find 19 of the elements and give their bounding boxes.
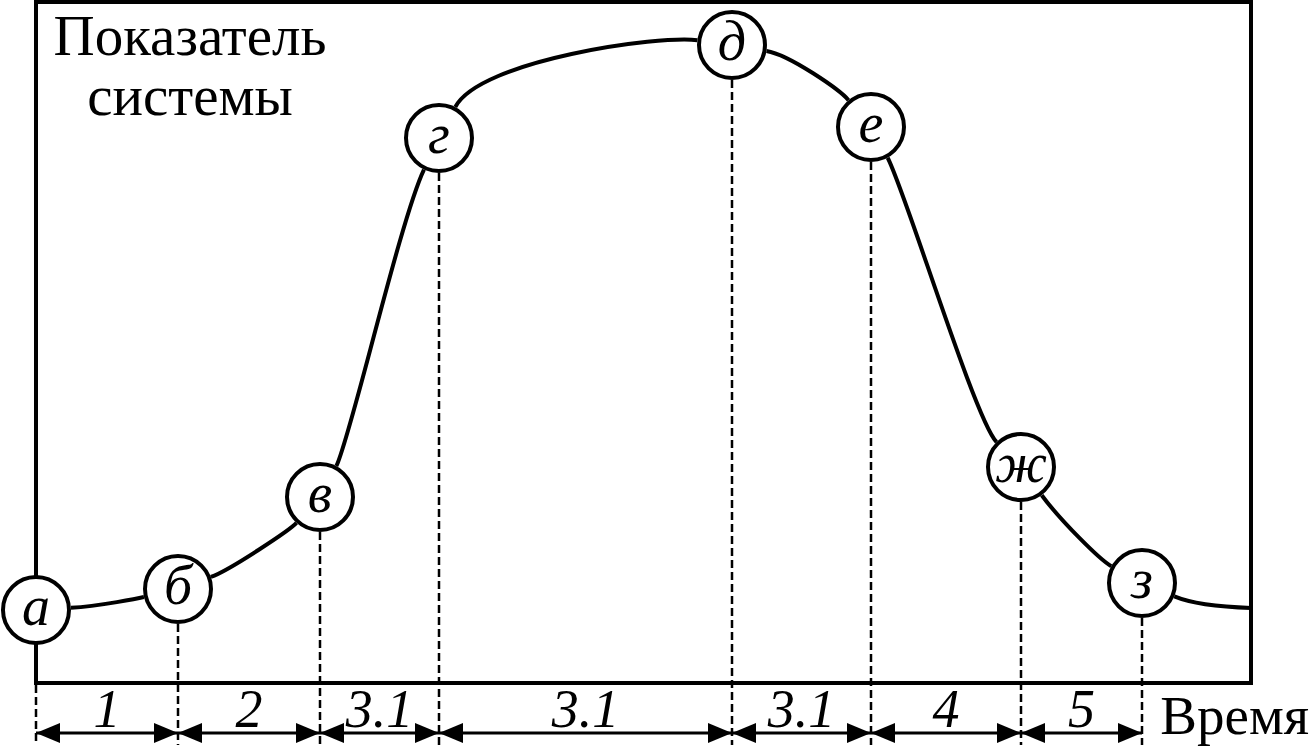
point-letter: б (163, 557, 193, 613)
point-letter: е (858, 95, 884, 151)
dimension-label: 1 (93, 689, 121, 730)
dimension-label: 4 (932, 689, 960, 730)
dimension-label: 5 (1068, 689, 1095, 730)
axis-label: Показатель системы (52, 6, 328, 126)
point-letter: а (22, 578, 50, 634)
point-letter: з (1131, 551, 1153, 607)
point-letter: д (717, 13, 747, 69)
point-letter: ж (994, 435, 1048, 491)
dimension-label: 3.1 (551, 689, 620, 730)
dimension-label: 3.1 (345, 689, 414, 730)
point-letter: г (428, 106, 450, 162)
dimension-label: 2 (235, 689, 263, 730)
curve-segment (70, 595, 145, 610)
point-letter: в (307, 465, 333, 521)
curve-segment (766, 49, 850, 102)
curve-segment (885, 156, 999, 444)
dimension-label: 3.1 (767, 689, 836, 730)
